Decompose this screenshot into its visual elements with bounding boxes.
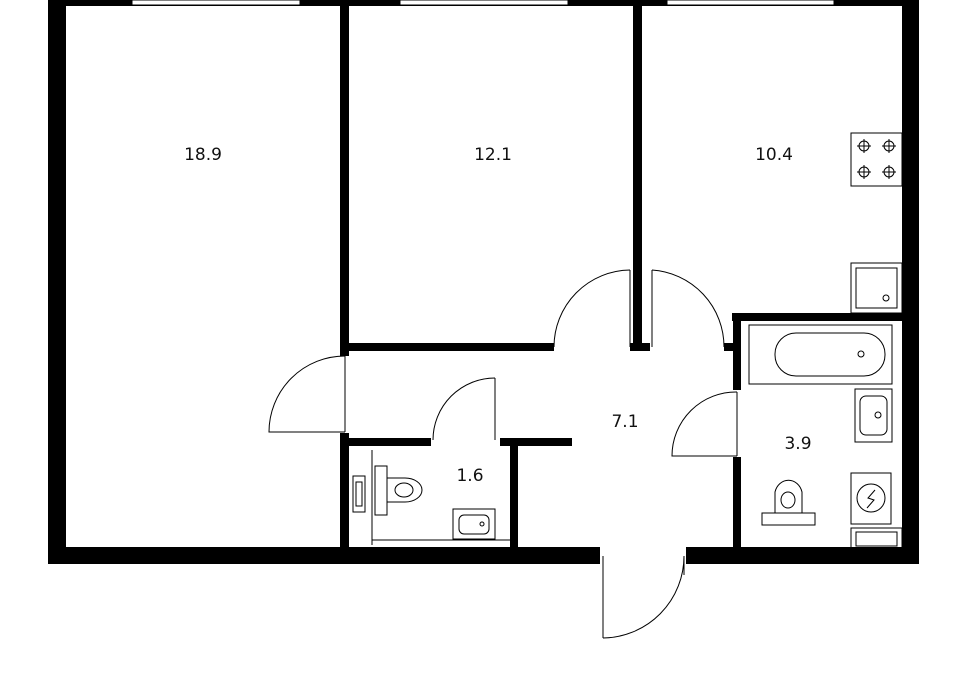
partition-bedroom-kitchen [633, 0, 642, 351]
window-bedroom [399, 0, 569, 6]
bathroom-area: 3.9 [784, 434, 811, 454]
washing-machine-icon [850, 472, 892, 525]
bathroom-left-wall-upper [733, 313, 741, 390]
hallway-area: 7.1 [611, 412, 638, 432]
toilet-room-pipe [371, 450, 510, 545]
bottom-wall-left [48, 547, 600, 564]
door-kitchen [651, 269, 725, 348]
door-bedroom [553, 269, 631, 348]
kitchen-bottom-stub [724, 343, 741, 351]
toilet-icon [761, 479, 816, 526]
toilet-top-wall-right [500, 438, 572, 446]
toilet-room-toilet-icon [374, 465, 423, 516]
toilet-room-washbasin-icon [452, 508, 496, 540]
interior-walls [340, 0, 919, 551]
toilet-top-wall-left [340, 438, 431, 446]
living-room-area: 18.9 [184, 145, 222, 165]
kitchen-area: 10.4 [755, 145, 793, 165]
stove-icon [850, 132, 903, 187]
toilet-room-small-sink-icon [352, 475, 366, 513]
bathtub-icon [748, 324, 893, 385]
door-bathroom [671, 391, 738, 457]
door-toilet-room [432, 377, 496, 441]
area-labels: 18.9 12.1 10.4 7.1 3.9 1.6 [184, 145, 811, 486]
bottom-wall-right [686, 547, 919, 564]
window-kitchen [666, 0, 835, 6]
door-living-room [268, 355, 346, 433]
kitchen-bottom-wall [732, 313, 919, 321]
right-wall [902, 0, 919, 564]
toilet-right-wall [510, 438, 518, 551]
window-living-room [131, 0, 301, 6]
toilet-room-area: 1.6 [456, 466, 483, 486]
bedroom-bottom-wall [340, 343, 554, 351]
partition-living-hall-lower [340, 433, 349, 551]
doors [268, 269, 738, 639]
bedroom-area: 12.1 [474, 145, 512, 165]
washbasin-icon [854, 388, 893, 443]
partition-living-bedroom-upper [340, 0, 349, 356]
left-wall [48, 0, 66, 564]
water-heater-icon [850, 527, 903, 549]
bathroom-left-wall-lower [733, 457, 741, 551]
windows [131, 0, 835, 6]
sink-icon [850, 262, 903, 314]
door-entrance [602, 555, 685, 639]
